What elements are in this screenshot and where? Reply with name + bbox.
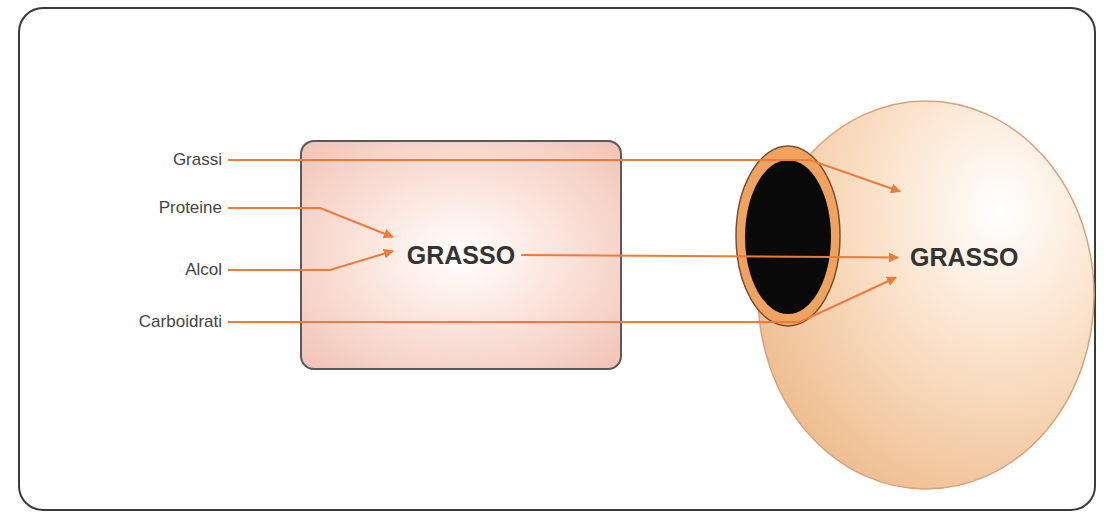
nutrient-label: Proteine: [60, 198, 222, 218]
process-box: GRASSO: [300, 140, 622, 370]
nutrient-term: Alcol: [60, 260, 222, 280]
outer-frame: [19, 8, 1095, 510]
nutrient-term: Grassi: [60, 150, 222, 170]
nutrient-label: Carboidrati: [60, 312, 222, 332]
flow-arrow: [228, 208, 393, 237]
flow-arrow: [521, 255, 898, 258]
cell-outline: [730, 96, 1095, 494]
nutrient-label: Alcol: [60, 260, 222, 280]
fat-label: GRASSO: [407, 241, 515, 270]
nutrient-label: Grassi: [60, 150, 222, 170]
cell-bulge: [736, 146, 840, 326]
cell-nucleus: [745, 160, 831, 314]
nutrient-term: Proteine: [60, 198, 222, 218]
fat-cell: GRASSO: [730, 96, 1095, 494]
fat-label: GRASSO: [910, 243, 1018, 272]
nutrient-term: Carboidrati: [60, 312, 222, 332]
flow-arrow: [228, 278, 896, 323]
flow-arrow: [228, 251, 393, 270]
flow-arrow: [228, 160, 900, 192]
